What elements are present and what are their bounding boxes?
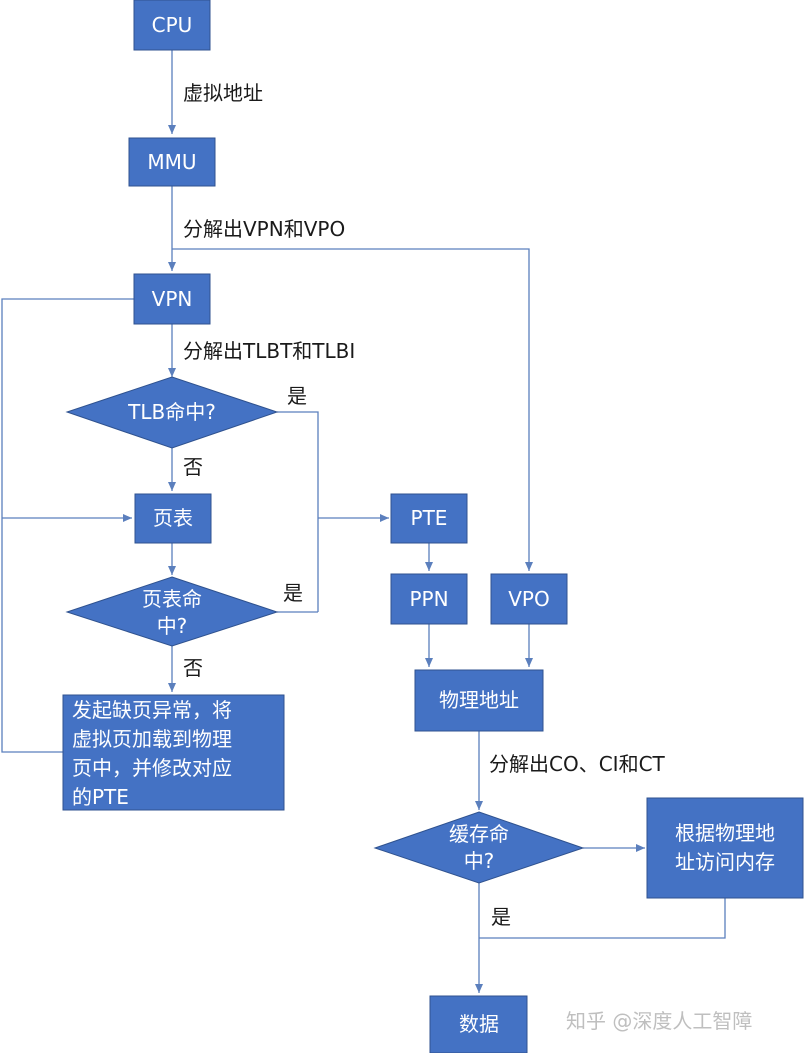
physical-address-node — [414, 669, 544, 732]
tlb-no-label: 否 — [183, 455, 203, 479]
data-label: 数据 — [459, 1012, 499, 1036]
cpu-node — [133, 0, 211, 51]
node-labels: CPU MMU VPN TLB命中? 页表 页表命 中? PTE PPN VPO… — [127, 13, 775, 1036]
access-memory-node — [646, 797, 804, 899]
page-table-hit-label-1: 页表命 — [142, 587, 202, 611]
page-table-hit-label-2: 中? — [157, 614, 188, 638]
access-memory-label-1: 根据物理地 — [675, 821, 775, 845]
edges — [1, 50, 726, 993]
page-table-hit-node — [65, 576, 279, 647]
vpo-node — [490, 573, 568, 625]
split-co-ci-ct-label: 分解出CO、CI和CT — [489, 752, 666, 776]
page-fault-line-3: 页中，并修改对应 — [72, 756, 232, 780]
edge-labels: 虚拟地址 分解出VPN和VPO 分解出TLBT和TLBI 是 否 是 否 分解出… — [183, 81, 666, 929]
cache-hit-node — [373, 811, 585, 884]
watermark-text: 知乎 @深度人工智障 — [566, 1009, 752, 1033]
page-table-label: 页表 — [153, 506, 193, 530]
mmu-node — [128, 137, 216, 187]
nodes — [62, 0, 804, 1053]
data-node — [429, 995, 528, 1053]
physical-address-label: 物理地址 — [439, 688, 519, 712]
page-fault-line-1: 发起缺页异常，将 — [72, 698, 232, 722]
page-fault-line-2: 虚拟页加载到物理 — [72, 727, 232, 751]
page-fault-labels: 发起缺页异常，将 虚拟页加载到物理 页中，并修改对应 的PTE — [72, 698, 232, 809]
page-table-node — [134, 493, 212, 544]
edge-tlb-yes — [277, 411, 319, 612]
pt-no-label: 否 — [183, 656, 203, 680]
edge-mmu-vpo — [172, 248, 533, 571]
mmu-label: MMU — [147, 150, 196, 174]
access-memory-label-2: 址访问内存 — [675, 850, 775, 874]
cache-hit-label-1: 缓存命 — [449, 822, 509, 846]
ppn-label: PPN — [409, 587, 448, 611]
cache-yes-label: 是 — [491, 905, 511, 929]
pte-label: PTE — [411, 506, 448, 530]
vpn-node — [133, 273, 211, 325]
pte-node — [390, 493, 468, 544]
cache-hit-label-2: 中? — [464, 849, 495, 873]
ppn-node — [390, 573, 468, 625]
tlb-yes-label: 是 — [287, 384, 307, 408]
pt-yes-label: 是 — [283, 581, 303, 605]
vpo-label: VPO — [508, 587, 549, 611]
vpn-label: VPN — [152, 287, 193, 311]
page-fault-node — [62, 694, 285, 811]
tlb-hit-node — [65, 376, 279, 449]
split-tlbt-tlbi-label: 分解出TLBT和TLBI — [183, 339, 355, 363]
edge-memory-return — [479, 898, 726, 939]
split-vpn-vpo-label: 分解出VPN和VPO — [183, 217, 345, 241]
tlb-hit-label: TLB命中? — [127, 400, 216, 424]
virtual-address-label: 虚拟地址 — [183, 81, 263, 105]
edge-fault-loop — [1, 298, 134, 753]
cpu-label: CPU — [152, 13, 193, 37]
page-fault-line-4: 的PTE — [72, 785, 129, 809]
